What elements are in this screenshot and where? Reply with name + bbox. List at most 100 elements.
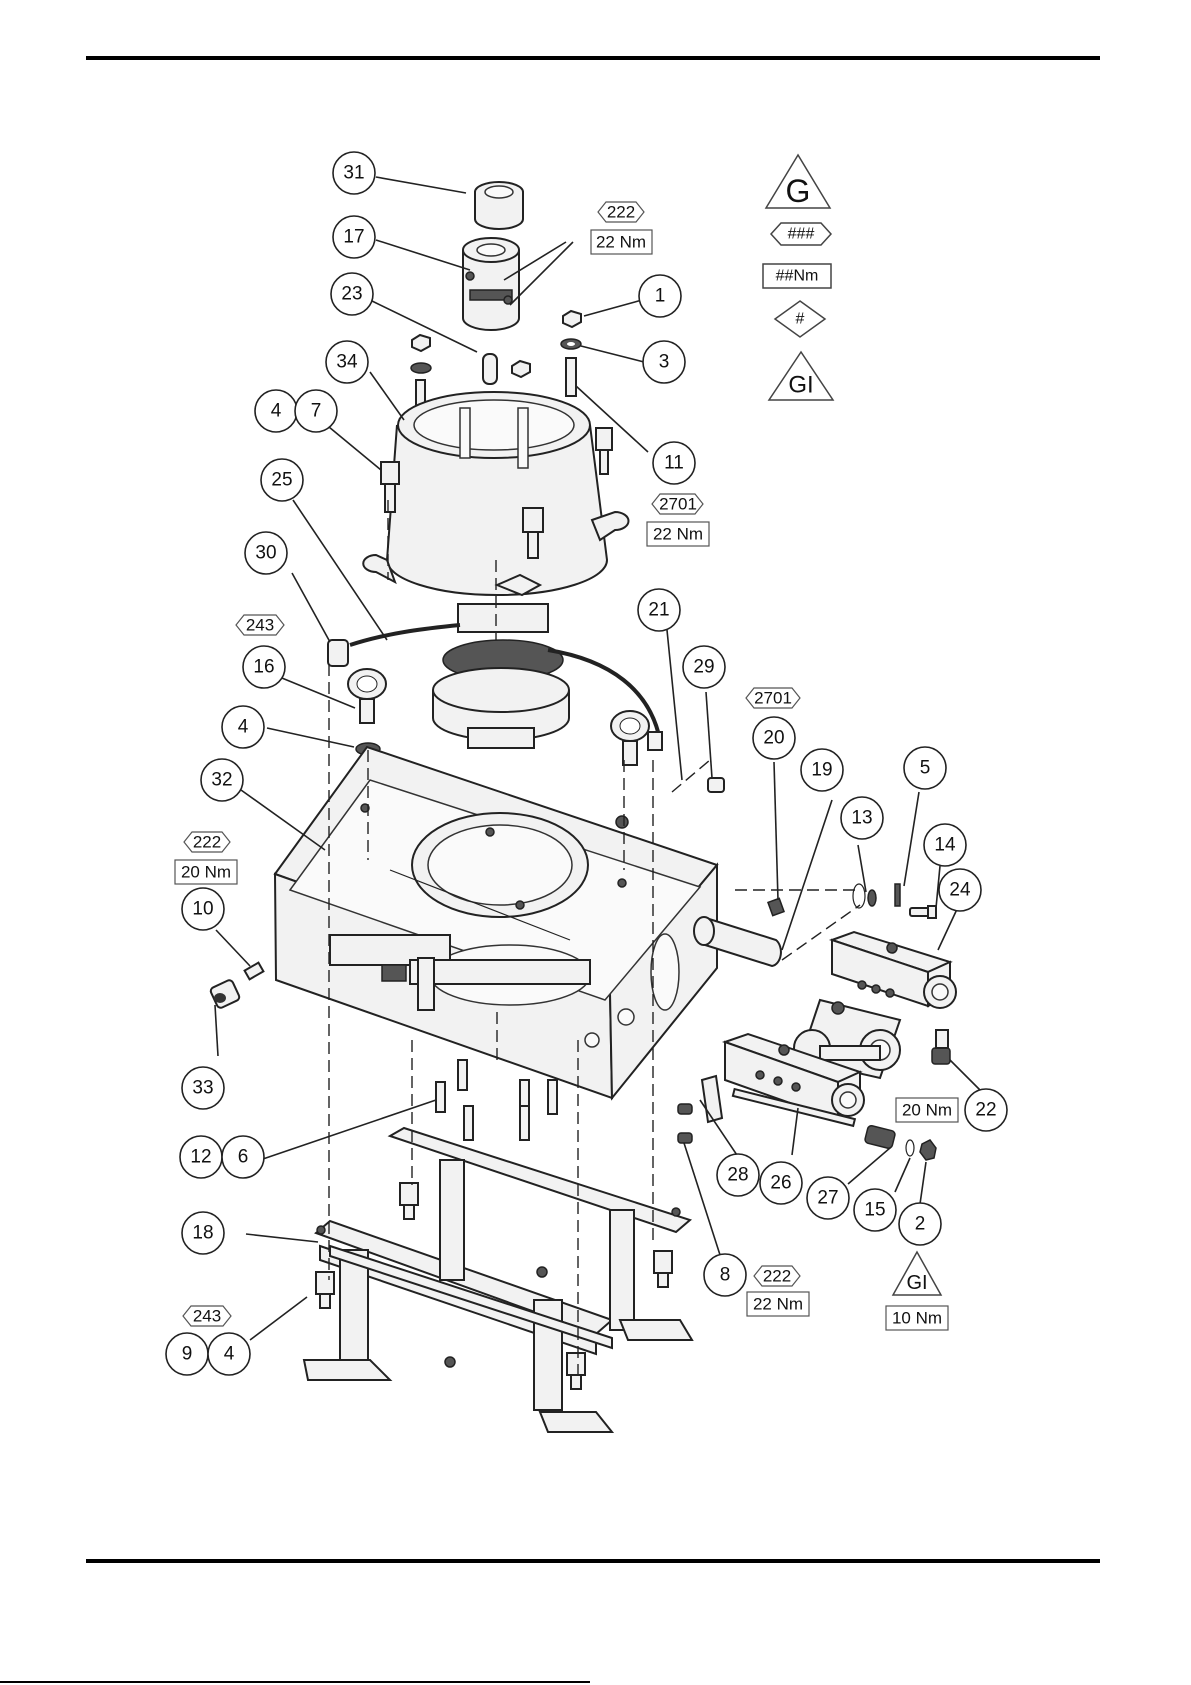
svg-text:18: 18 — [192, 1223, 213, 1244]
note-torque-20nm-right: 20 Nm — [896, 1098, 958, 1122]
note-thread-lock-2701-mid: 2701 — [652, 494, 703, 514]
note-torque-10nm: 10 Nm — [886, 1306, 948, 1330]
svg-text:27: 27 — [817, 1188, 838, 1209]
note-torque-22nm-top: 22 Nm — [591, 230, 652, 254]
balloon-7: 7 — [295, 390, 337, 432]
svg-text:30: 30 — [255, 543, 276, 564]
balloon-13: 13 — [841, 797, 883, 839]
svg-text:22 Nm: 22 Nm — [653, 525, 703, 544]
balloon-5: 5 — [904, 747, 946, 789]
part-sleeve — [209, 979, 240, 1009]
balloon-3: 3 — [643, 341, 685, 383]
balloon-29: 29 — [683, 646, 725, 688]
svg-text:5: 5 — [920, 758, 931, 779]
svg-text:19: 19 — [811, 760, 832, 781]
part-nut-2 — [920, 1140, 936, 1160]
note-torque-22nm-mid: 22 Nm — [647, 522, 709, 546]
svg-text:23: 23 — [341, 284, 362, 305]
balloon-30: 30 — [245, 532, 287, 574]
legend-thread-lock-symbol: ### — [788, 226, 815, 243]
part-bolt-14 — [910, 906, 936, 918]
note-thread-lock-222-top: 222 — [598, 202, 644, 222]
balloon-27: 27 — [807, 1177, 849, 1219]
balloon-11: 11 — [653, 442, 695, 484]
svg-text:1: 1 — [655, 286, 666, 307]
balloon-4-a: 4 — [255, 390, 297, 432]
svg-text:10 Nm: 10 Nm — [892, 1309, 942, 1328]
svg-text:16: 16 — [253, 657, 274, 678]
part-coupling — [463, 238, 519, 330]
balloon-10: 10 — [182, 888, 224, 930]
balloon-31: 31 — [333, 152, 375, 194]
svg-text:4: 4 — [271, 401, 282, 422]
balloon-1: 1 — [639, 275, 681, 317]
legend-glue-symbol: G — [786, 173, 811, 209]
part-main-housing — [275, 747, 717, 1098]
part-grease-nipple — [932, 1030, 950, 1064]
part-bolt-right — [596, 428, 612, 474]
svg-text:14: 14 — [934, 835, 956, 856]
balloon-33: 33 — [182, 1067, 224, 1109]
svg-text:4: 4 — [224, 1344, 235, 1365]
balloon-24: 24 — [939, 869, 981, 911]
svg-text:2701: 2701 — [659, 495, 697, 514]
balloon-14: 14 — [924, 824, 966, 866]
legend-grease-symbol: GI — [788, 372, 813, 399]
balloon-4-b: 4 — [222, 706, 264, 748]
svg-text:32: 32 — [211, 770, 232, 791]
part-base-frame — [304, 1128, 692, 1432]
balloon-12: 12 — [180, 1136, 222, 1178]
part-nut-right — [563, 311, 581, 327]
part-eyebolt-left — [348, 669, 386, 723]
svg-text:13: 13 — [851, 808, 872, 829]
svg-text:222: 222 — [763, 1267, 791, 1286]
balloon-19: 19 — [801, 749, 843, 791]
note-grease-symbol-bottom: GI — [893, 1252, 941, 1295]
part-washer-right — [561, 339, 581, 349]
legend: G ### ##Nm # GI — [763, 155, 833, 400]
svg-text:8: 8 — [720, 1265, 731, 1286]
svg-text:17: 17 — [343, 227, 364, 248]
svg-text:3: 3 — [659, 352, 670, 373]
balloon-17: 17 — [333, 216, 375, 258]
balloon-23: 23 — [331, 273, 373, 315]
part-clamp-upper — [832, 932, 956, 1008]
note-thread-lock-243-left: 243 — [236, 615, 284, 635]
svg-text:34: 34 — [336, 352, 358, 373]
svg-text:12: 12 — [190, 1147, 211, 1168]
legend-torque-symbol: ##Nm — [776, 268, 819, 285]
balloon-4-c: 4 — [208, 1333, 250, 1375]
balloon-34: 34 — [326, 341, 368, 383]
balloon-21: 21 — [638, 589, 680, 631]
svg-text:22 Nm: 22 Nm — [596, 233, 646, 252]
svg-text:4: 4 — [238, 717, 249, 738]
part-spring — [864, 1125, 896, 1149]
note-torque-22nm-bottom: 22 Nm — [747, 1292, 809, 1316]
svg-text:2701: 2701 — [754, 689, 792, 708]
part-pin — [768, 898, 784, 915]
svg-text:22 Nm: 22 Nm — [753, 1295, 803, 1314]
legend-diamond-symbol: # — [796, 311, 805, 328]
balloon-25: 25 — [261, 459, 303, 501]
balloon-9: 9 — [166, 1333, 208, 1375]
part-eyebolt-right — [611, 711, 649, 765]
svg-text:15: 15 — [864, 1200, 885, 1221]
svg-text:243: 243 — [193, 1307, 221, 1326]
svg-text:33: 33 — [192, 1078, 213, 1099]
svg-text:25: 25 — [271, 470, 292, 491]
svg-text:11: 11 — [664, 453, 684, 474]
balloon-26: 26 — [760, 1162, 802, 1204]
balloon-8: 8 — [704, 1254, 746, 1296]
svg-text:31: 31 — [343, 163, 364, 184]
balloon-20: 20 — [753, 717, 795, 759]
part-washer-left — [411, 363, 431, 373]
part-bushing — [475, 182, 523, 229]
svg-text:29: 29 — [693, 657, 714, 678]
balloon-18: 18 — [182, 1212, 224, 1254]
note-thread-lock-222-bottom: 222 — [754, 1266, 800, 1286]
part-key — [483, 354, 497, 384]
svg-text:10: 10 — [192, 899, 213, 920]
svg-text:20: 20 — [763, 728, 784, 749]
part-grub-screw — [245, 963, 264, 980]
